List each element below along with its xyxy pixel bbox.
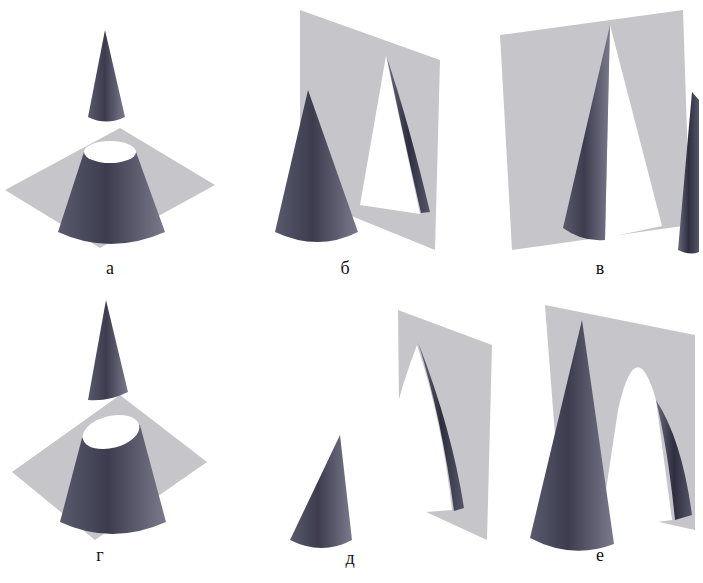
cone-frustum [58, 152, 165, 244]
panel-label: в [596, 259, 605, 277]
section-shape [600, 367, 672, 530]
panel-d-parabola-section [290, 310, 492, 548]
cutting-plane [500, 10, 690, 250]
panel-a-circle-section [5, 30, 215, 248]
section-shape [360, 56, 420, 214]
panel-label: г [96, 546, 103, 564]
cone-top [88, 300, 128, 400]
cone-part [275, 90, 358, 242]
cone-part [387, 58, 430, 213]
cone-part [418, 342, 464, 511]
section-shape [605, 25, 662, 238]
panel-label: д [345, 549, 354, 567]
panel-c-triangle-section [500, 10, 699, 254]
panel-label: е [596, 546, 604, 564]
ellipse-section [79, 409, 143, 454]
panel-label: б [340, 259, 349, 277]
panel-e-hyperbola-section [530, 305, 695, 551]
cutting-plane [5, 128, 215, 248]
circle-section [84, 141, 136, 163]
panel-g-ellipse-section [12, 300, 207, 540]
cone-part [530, 320, 614, 551]
cone-top [88, 30, 125, 122]
cone-part [563, 25, 610, 240]
cutting-plane [12, 395, 207, 540]
cone-part [678, 92, 699, 254]
panel-b-hyperbola-section [275, 10, 440, 250]
panel-label: а [106, 259, 114, 277]
cone-part [290, 435, 352, 548]
cone-part [656, 400, 692, 520]
